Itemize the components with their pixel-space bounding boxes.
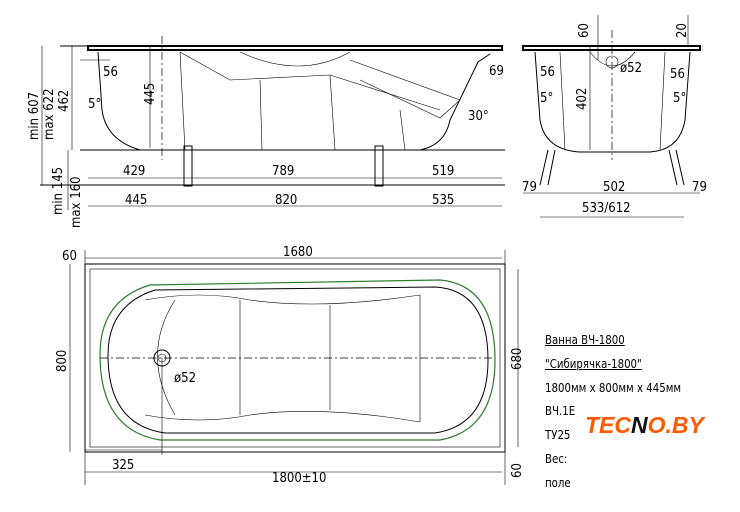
top-view: 60 1680 800 680 ø52 325 1800±10 60 <box>55 245 525 486</box>
end-view: 60 20 ø52 56 56 5° 5° 402 79 502 79 533/… <box>522 15 707 218</box>
dim-angle-left: 5° <box>540 91 553 106</box>
dim-offset-bottom: 60 <box>510 463 525 478</box>
side-view: 56 445 429 789 519 445 820 535 69 30° 5°… <box>27 36 505 228</box>
dim-left-span: 429 <box>123 164 145 179</box>
dim-top-inset: 56 <box>103 65 118 80</box>
logo-text-a: TEC <box>585 412 631 438</box>
dim-offset-top: 60 <box>62 249 77 264</box>
dim-right-inset: 69 <box>489 64 504 79</box>
info-spec: ТУ25 <box>545 428 571 442</box>
info-code: ВЧ.1Е <box>545 404 576 418</box>
dim-width: 800 <box>55 350 70 372</box>
dim-inner-width: 680 <box>510 348 525 370</box>
dim-inner-length: 1680 <box>283 245 313 260</box>
dim-leg-left: 445 <box>125 193 147 208</box>
dim-edge-left: 79 <box>522 180 537 195</box>
dim-width: 533/612 <box>582 201 631 216</box>
info-model: "Сибирячка-1800" <box>545 357 642 371</box>
info-title: Ванна ВЧ-1800 <box>545 333 625 347</box>
dim-wall-angle: 5° <box>88 97 101 112</box>
leg-left <box>183 145 193 187</box>
dim-foot-max: max 160 <box>69 176 84 228</box>
dim-length: 1800±10 <box>272 471 326 486</box>
dim-depth: 445 <box>143 83 158 105</box>
dim-drain: ø52 <box>174 371 196 386</box>
dim-foot-min: min 145 <box>51 167 66 215</box>
info-size: 1800мм х 800мм х 445мм <box>545 381 682 395</box>
dim-height-min: min 607 <box>27 92 42 140</box>
dim-mid-span: 789 <box>272 164 294 179</box>
dim-offset: 60 <box>577 23 592 38</box>
dim-inset-right: 56 <box>670 67 685 82</box>
dim-slope-angle: 30° <box>468 109 489 124</box>
dim-edge-right: 79 <box>692 180 707 195</box>
dim-inset-left: 56 <box>540 65 555 80</box>
dim-drain-offset: 325 <box>112 458 134 473</box>
dim-drain: ø52 <box>620 61 642 76</box>
dim-leg-span: 502 <box>603 180 625 195</box>
logo-text-c: O.BY <box>647 412 704 438</box>
logo-text-b: N <box>631 412 648 438</box>
info-field: поле <box>545 476 571 490</box>
info-weight: Вес: <box>545 452 568 466</box>
leg-right <box>374 145 384 187</box>
dim-depth: 402 <box>575 88 590 110</box>
dim-angle-right: 5° <box>673 91 686 106</box>
dim-leg-right: 535 <box>432 193 454 208</box>
dim-leg-mid: 820 <box>275 193 297 208</box>
dim-rim-height: 462 <box>57 90 72 112</box>
dim-rim: 20 <box>675 23 690 38</box>
dim-right-span: 519 <box>432 164 454 179</box>
tecno-logo: TECNO.BY <box>585 412 704 439</box>
dim-height-max: max 622 <box>42 88 57 140</box>
